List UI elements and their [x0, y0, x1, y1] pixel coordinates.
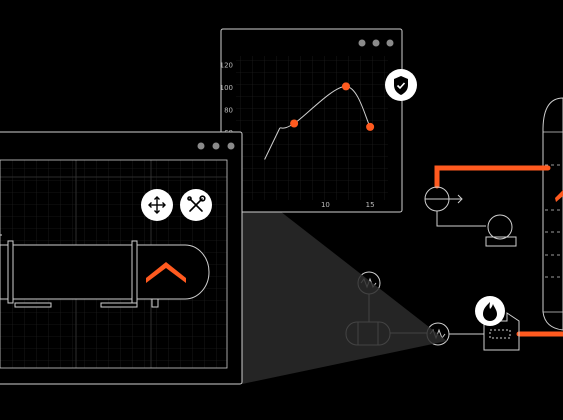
flame-badge[interactable]: [475, 296, 505, 326]
window-dot[interactable]: [227, 142, 235, 150]
tank-chevron-icon: [146, 262, 186, 283]
shield-badge[interactable]: [385, 69, 417, 101]
tools-icon: [187, 195, 206, 212]
window-dot[interactable]: [386, 39, 394, 47]
x-tick-label: 10: [321, 201, 330, 209]
horizontal-tank: [0, 234, 210, 308]
projection-beam: [240, 180, 447, 384]
y-tick-label: 100: [220, 84, 233, 92]
series-line-start: [264, 127, 281, 160]
flame-icon: [483, 302, 497, 321]
series-line: [279, 85, 371, 129]
column-chevron-icon: [555, 190, 563, 202]
data-point: [290, 119, 299, 128]
x-tick-label: 15: [366, 201, 375, 209]
orange-pipes: [434, 165, 563, 337]
equipment-window: [0, 131, 243, 385]
chart-grid: [236, 56, 388, 200]
move-icon: [148, 196, 166, 214]
shield-check-icon: [394, 76, 408, 95]
chart-window: 12010080601015: [220, 28, 403, 213]
distillation-column: [542, 97, 563, 331]
data-point: [341, 82, 350, 91]
y-tick-label: 80: [224, 107, 233, 115]
pump-assembly: [424, 186, 517, 247]
window-dot[interactable]: [372, 39, 380, 47]
tools-button[interactable]: [180, 189, 212, 221]
data-point: [366, 122, 375, 131]
window-dot[interactable]: [212, 142, 220, 150]
window-dot[interactable]: [358, 39, 366, 47]
y-tick-label: 120: [220, 62, 233, 70]
window-dot[interactable]: [197, 142, 205, 150]
move-button[interactable]: [141, 189, 173, 221]
